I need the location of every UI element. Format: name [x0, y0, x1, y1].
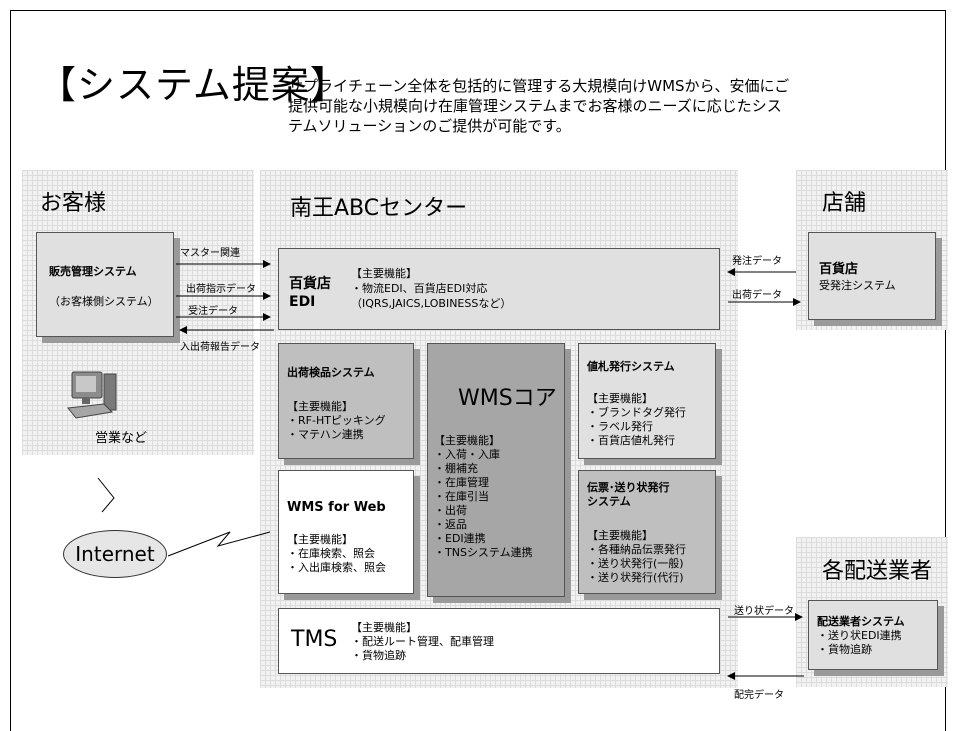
wms-core-feature: ・入荷・入庫 [434, 448, 500, 461]
carrier-feature: ・貨物追跡 [817, 643, 872, 656]
intro-line: サプライチェーン全体を包括的に管理する大規模向けWMSから、安価にご [288, 77, 790, 95]
sales-system-name: 販売管理システム [49, 265, 137, 278]
wms-core-feature: ・返品 [434, 518, 467, 531]
slip-feature: ・送り状発行(一般) [587, 557, 684, 570]
slip-waybill-system-box: 伝票･送り状発行 システム 【主要機能】 ・各種納品伝票発行 ・送り状発行(一般… [578, 470, 716, 594]
tms-name: TMS [291, 627, 338, 652]
label-io-report: 入出荷報告データ [180, 342, 260, 353]
wms-core-feature: ・在庫管理 [434, 476, 489, 489]
label-order-data: 発注データ [732, 256, 782, 267]
computer-icon [67, 371, 117, 419]
intro-line: テムソリューションのご提供が可能です。 [288, 117, 571, 135]
wms-web-name: WMS for Web [287, 500, 386, 515]
slide-frame [10, 10, 946, 731]
price-tag-feature: ・ブランドタグ発行 [587, 406, 686, 419]
price-tag-heading: 【主要機能】 [587, 392, 653, 405]
carrier-feature: ・送り状EDI連携 [817, 629, 902, 642]
store-system-note: 受発注システム [819, 279, 896, 292]
internet-zigzag-computer [97, 477, 115, 513]
carrier-label: 各配送業者 [822, 559, 933, 584]
wms-web-heading: 【主要機能】 [287, 533, 353, 546]
customer-label: お客様 [40, 191, 107, 216]
edi-feature: ・物流EDI、百貨店EDI対応 [351, 282, 488, 295]
edi-feature: （IQRS,JAICS,LOBINESSなど） [351, 297, 512, 310]
slip-name-line: 伝票･送り状発行 [587, 481, 670, 494]
wms-core-name: WMSコア [458, 386, 557, 411]
wms-web-feature: ・在庫検索、照会 [287, 547, 375, 560]
store-label: 店舗 [822, 191, 867, 216]
label-master: マスター関連 [180, 248, 240, 259]
intro-line: 提供可能な小規模向け在庫管理システムまでお客様のニーズに応じたシス [288, 97, 782, 115]
wms-core-feature: ・在庫引当 [434, 490, 489, 503]
price-tag-feature: ・百貨店値札発行 [587, 434, 675, 447]
intro-text: サプライチェーン全体を包括的に管理する大規模向けWMSから、安価にご 提供可能な… [288, 76, 928, 136]
internet-zigzag-web [167, 531, 271, 557]
center-label: 南王ABCセンター [290, 196, 468, 221]
slip-heading: 【主要機能】 [587, 529, 653, 542]
store-system-name: 百貨店 [819, 262, 859, 277]
internet-cloud: Internet [63, 530, 167, 578]
slip-name: 伝票･送り状発行 システム [587, 481, 670, 509]
shipping-inspection-system-box: 出荷検品システム 【主要機能】 ・RF-HTピッキング ・マテハン連携 [278, 343, 414, 459]
tms-heading: 【主要機能】 [351, 621, 417, 634]
shipping-inspection-feature: ・マテハン連携 [287, 428, 364, 441]
slip-feature: ・各種納品伝票発行 [587, 543, 686, 556]
tms-box: TMS 【主要機能】 ・配送ルート管理、配車管理 ・貨物追跡 [278, 608, 720, 674]
wms-core-feature: ・TNSシステム連携 [434, 546, 533, 559]
carrier-system-name: 配送業者システム [817, 615, 905, 628]
tms-feature: ・貨物追跡 [351, 649, 406, 662]
tms-feature: ・配送ルート管理、配車管理 [351, 635, 494, 648]
wms-for-web-box: WMS for Web 【主要機能】 ・在庫検索、照会 ・入出庫検索、照会 [278, 470, 414, 594]
shipping-inspection-feature: ・RF-HTピッキング [287, 414, 386, 427]
wms-core-feature: ・EDI連携 [434, 532, 486, 545]
label-shipment-data: 出荷データ [732, 290, 782, 301]
edi-name-line: 百貨店 [289, 276, 331, 292]
sales-system-note: （お客様側システム） [49, 295, 159, 308]
label-waybill-data: 送り状データ [734, 606, 794, 617]
edi-name-line: EDI [289, 294, 316, 310]
sales-management-system-box: 販売管理システム （お客様側システム） [36, 232, 174, 337]
carrier-system-box: 配送業者システム ・送り状EDI連携 ・貨物追跡 [808, 600, 938, 670]
price-tag-system-box: 値札発行システム 【主要機能】 ・ブランドタグ発行 ・ラベル発行 ・百貨店値札発… [578, 343, 716, 459]
label-delivery-complete: 配完データ [734, 690, 784, 701]
edi-heading: 【主要機能】 [351, 267, 417, 280]
wms-web-feature: ・入出庫検索、照会 [287, 561, 386, 574]
wms-core-feature: ・棚補充 [434, 462, 478, 475]
shipping-inspection-name: 出荷検品システム [287, 366, 375, 379]
wms-core-heading: 【主要機能】 [434, 434, 500, 447]
department-store-system-box: 百貨店 受発注システム [808, 232, 936, 320]
shipping-inspection-heading: 【主要機能】 [287, 400, 353, 413]
page-title: 【システム提案】 [38, 63, 349, 107]
computer-label: 営業など [95, 431, 148, 446]
edi-name: 百貨店 EDI [289, 275, 331, 311]
slip-name-line: システム [587, 495, 631, 508]
wms-core-feature: ・出荷 [434, 504, 467, 517]
wms-core-box: WMSコア 【主要機能】 ・入荷・入庫 ・棚補充 ・在庫管理 ・在庫引当 ・出荷… [427, 343, 565, 597]
price-tag-name: 値札発行システム [587, 360, 675, 373]
department-store-edi-box: 百貨店 EDI 【主要機能】 ・物流EDI、百貨店EDI対応 （IQRS,JAI… [278, 248, 720, 330]
price-tag-feature: ・ラベル発行 [587, 420, 653, 433]
label-shipping-instruction: 出荷指示データ [186, 284, 256, 295]
slip-feature: ・送り状発行(代行) [587, 571, 684, 584]
label-order-received: 受注データ [188, 306, 238, 317]
